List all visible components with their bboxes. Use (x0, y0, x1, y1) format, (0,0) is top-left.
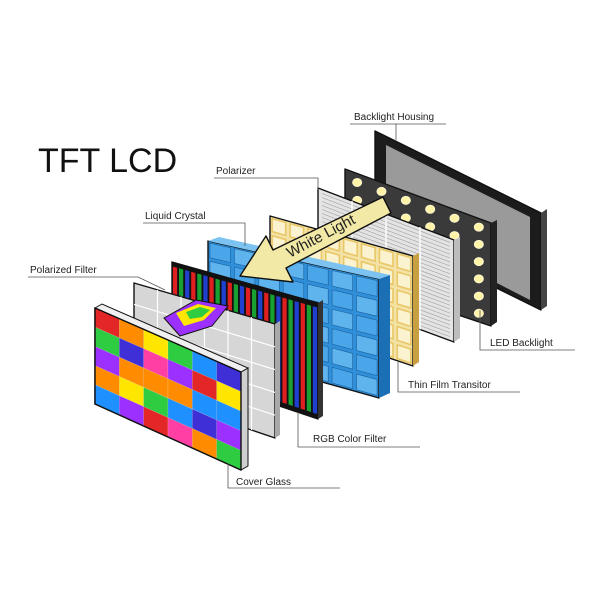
led-dot (473, 222, 484, 232)
label-cover-glass: Cover Glass (236, 477, 291, 488)
labels: Backlight Housing Polarizer Liquid Cryst… (28, 112, 575, 489)
tft-cell (396, 289, 412, 310)
tft-cell (396, 307, 412, 328)
liquid-crystal-cell (331, 308, 353, 331)
tft-cell (342, 237, 359, 258)
liquid-crystal-cell (331, 367, 353, 390)
liquid-crystal-cell (331, 270, 353, 292)
liquid-crystal-cell (356, 314, 378, 337)
led-dot (449, 213, 460, 223)
label-polarizer: Polarizer (216, 166, 256, 177)
label-led-backlight: LED Backlight (490, 338, 553, 349)
liquid-crystal-cell (307, 264, 329, 286)
cover-glass-tile (216, 419, 241, 451)
liquid-crystal-cell (356, 295, 378, 317)
label-liquid-crystal: Liquid Crystal (145, 211, 206, 222)
led-dot (473, 291, 484, 301)
liquid-crystal-cell (209, 242, 231, 263)
rgb-filter-stripe (312, 306, 318, 415)
liquid-crystal-cell (356, 334, 378, 357)
diagram-title: TFT LCD (38, 142, 177, 180)
tft-cell (396, 270, 412, 291)
cover-glass-layer (93, 303, 250, 471)
tft-cell (396, 252, 412, 273)
tft-cell (396, 325, 412, 346)
led-dot (376, 186, 387, 196)
rgb-filter-stripe (300, 302, 305, 410)
led-dot (473, 308, 484, 318)
liquid-crystal-cell (307, 283, 329, 305)
liquid-crystal-cell (331, 289, 353, 311)
tft-cell (396, 343, 412, 365)
led-dot (473, 257, 484, 267)
liquid-crystal-cell (356, 354, 378, 377)
liquid-crystal-cell (356, 275, 378, 297)
label-polarized-filter: Polarized Filter (30, 265, 97, 276)
liquid-crystal-cell (331, 328, 353, 350)
led-dot (400, 195, 411, 205)
led-dot (352, 177, 363, 187)
label-thin-film-transistor: Thin Film Transitor (408, 380, 491, 391)
tft-cell (271, 217, 287, 237)
led-dot (473, 274, 484, 284)
cover-glass-tile (216, 380, 241, 412)
cover-glass-tile (216, 439, 241, 470)
tft-cell (360, 242, 376, 263)
tft-cell (378, 247, 394, 268)
label-backlight-housing: Backlight Housing (354, 112, 434, 123)
rgb-filter-stripe (282, 297, 287, 404)
rgb-filter-stripe (288, 299, 293, 406)
led-dot (425, 204, 436, 214)
label-rgb-color-filter: RGB Color Filter (313, 434, 387, 445)
cover-glass-tile (216, 399, 241, 432)
rgb-filter-stripe (294, 301, 299, 408)
liquid-crystal-cell (331, 347, 353, 370)
led-dot (473, 239, 484, 249)
liquid-crystal-cell (356, 373, 378, 396)
rgb-filter-stripe (306, 304, 312, 413)
